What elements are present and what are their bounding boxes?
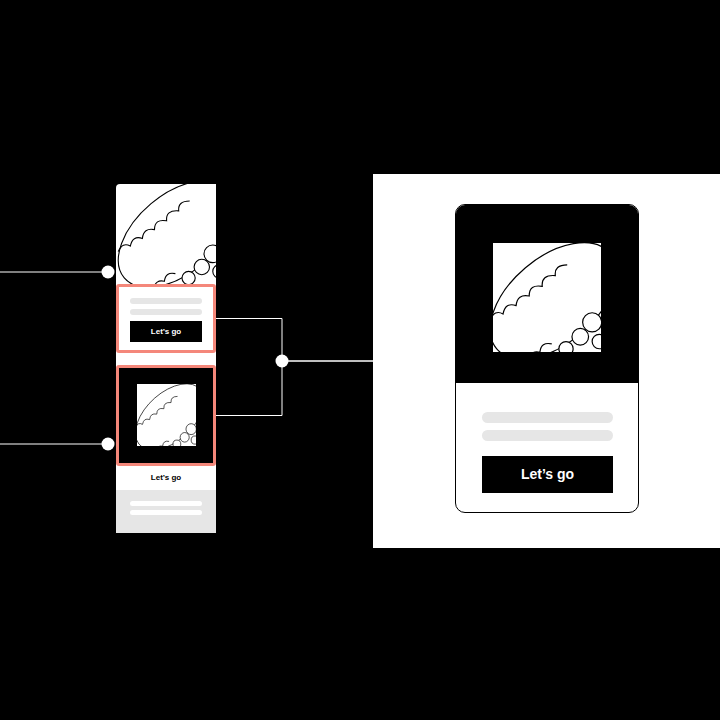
- text-placeholder: [130, 510, 202, 515]
- highlight-box: [116, 365, 216, 466]
- card-preview: Let’s go: [455, 204, 639, 513]
- junction-dot: [276, 355, 289, 368]
- image-square: [137, 384, 196, 446]
- image-square: [493, 243, 601, 352]
- text-placeholder: [130, 501, 202, 506]
- square-illustration: [493, 243, 601, 352]
- button-label: Let’s go: [130, 327, 202, 337]
- phone-card: Let’s go Let’s go: [116, 184, 216, 533]
- preview-panel: Let’s go: [373, 174, 720, 548]
- text-placeholder: [130, 298, 202, 304]
- button-label: Let’s go: [482, 466, 613, 483]
- text-placeholder: [482, 412, 613, 423]
- leader-dot: [102, 438, 115, 451]
- leader-dot: [102, 266, 115, 279]
- connector: [216, 319, 373, 362]
- leader-line: [0, 272, 102, 273]
- text-placeholder: [130, 309, 202, 315]
- leader-line: [0, 444, 102, 445]
- text-placeholder: [482, 430, 613, 441]
- link-label: Let’s go: [116, 473, 216, 483]
- connector: [216, 361, 373, 416]
- highlight-box: Let’s go: [116, 284, 216, 353]
- button: Let’s go: [130, 321, 202, 342]
- phone-illustration: [116, 184, 216, 284]
- square-illustration: [137, 384, 196, 446]
- button: Let’s go: [482, 456, 613, 493]
